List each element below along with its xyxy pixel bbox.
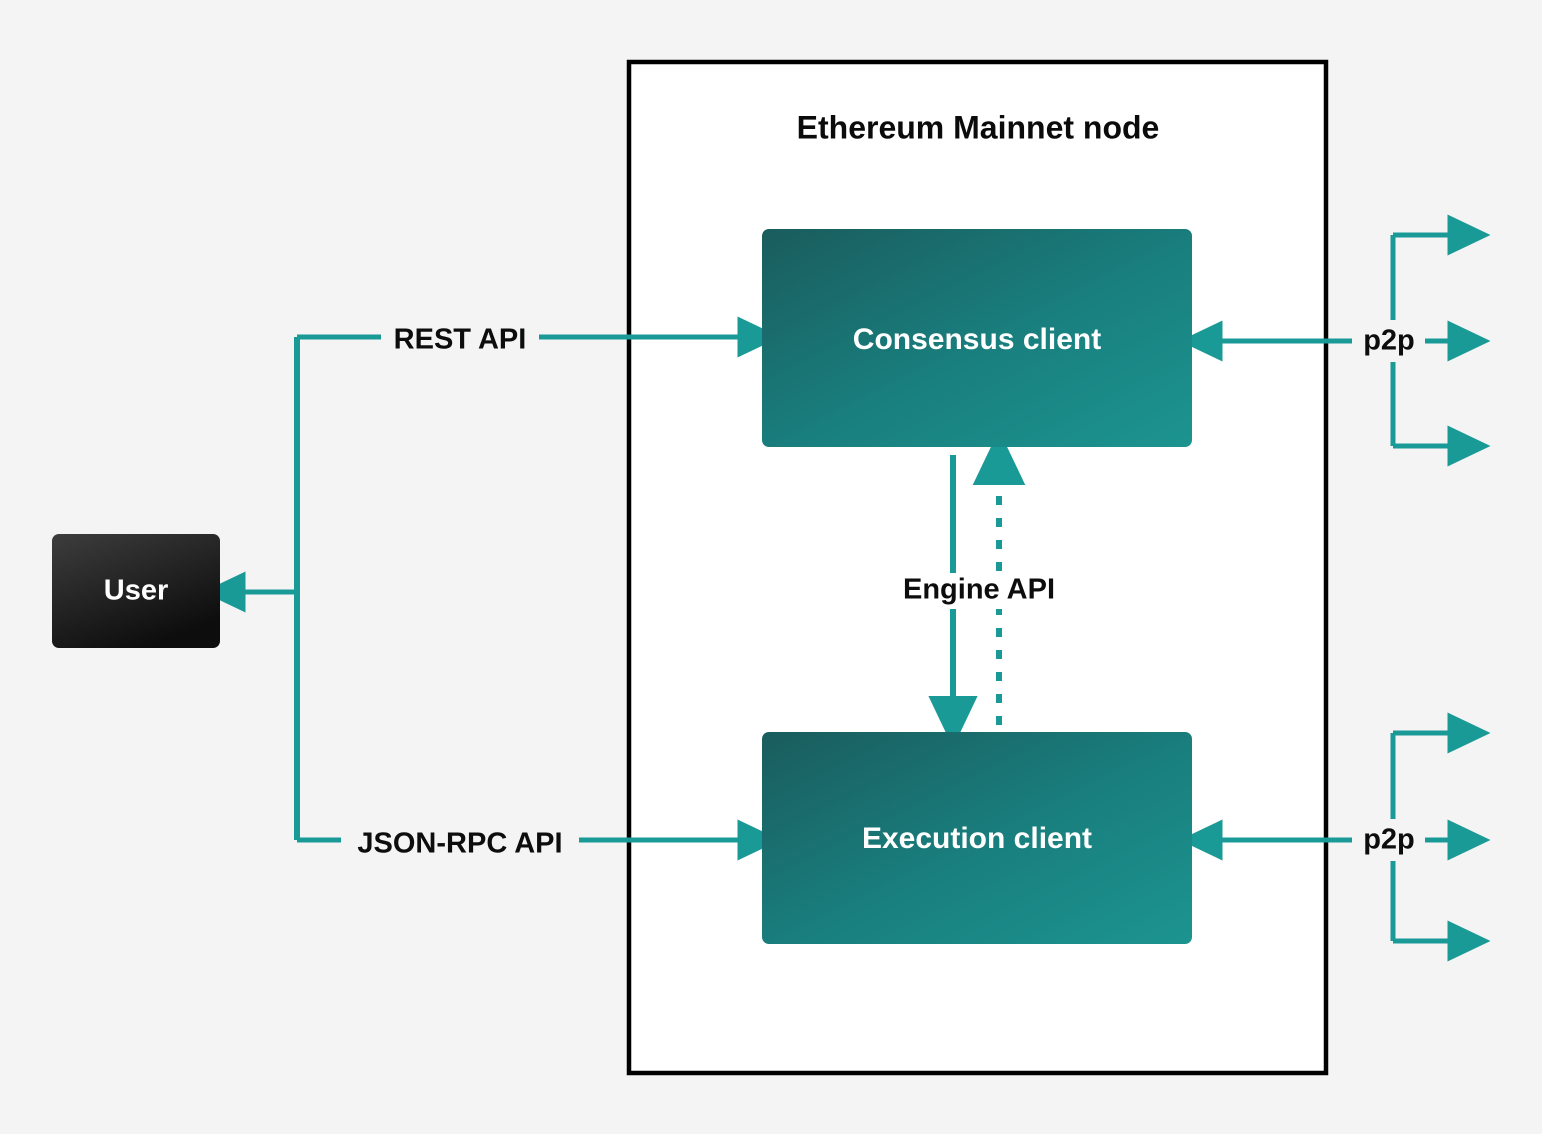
rest-api-label-halo bbox=[381, 319, 539, 357]
user-box[interactable] bbox=[52, 534, 220, 648]
node-user[interactable]: User bbox=[52, 534, 220, 648]
rest-api-label: REST API bbox=[394, 324, 527, 356]
engine-api-edge-group: Engine API bbox=[888, 430, 1070, 748]
p2p-top-group: p2p bbox=[1179, 214, 1491, 467]
json-rpc-api-label: JSON-RPC API bbox=[357, 828, 562, 860]
user-label: User bbox=[104, 575, 169, 607]
node-execution-client[interactable]: Execution client bbox=[762, 732, 1192, 944]
consensus-client-label: Consensus client bbox=[853, 323, 1101, 356]
p2p-bottom-label-halo bbox=[1352, 819, 1424, 861]
p2p-top-label: p2p bbox=[1363, 325, 1415, 357]
page-title: Ethereum Mainnet node bbox=[797, 109, 1160, 145]
execution-client-box[interactable] bbox=[762, 732, 1192, 944]
consensus-client-box[interactable] bbox=[762, 229, 1192, 447]
p2p-bottom-label: p2p bbox=[1363, 824, 1415, 856]
node-consensus-client[interactable]: Consensus client bbox=[762, 229, 1192, 447]
engine-api-label: Engine API bbox=[903, 574, 1055, 606]
rest-api-edge-group: REST API bbox=[297, 316, 781, 358]
engine-api-label-halo bbox=[888, 573, 1070, 609]
json-rpc-api-label-halo bbox=[341, 824, 579, 866]
p2p-top-label-halo bbox=[1352, 320, 1424, 362]
p2p-bottom-group: p2p bbox=[1179, 712, 1491, 962]
json-rpc-api-edge-group: JSON-RPC API bbox=[297, 819, 781, 866]
user-bus-group bbox=[202, 337, 300, 840]
execution-client-label: Execution client bbox=[862, 822, 1092, 855]
